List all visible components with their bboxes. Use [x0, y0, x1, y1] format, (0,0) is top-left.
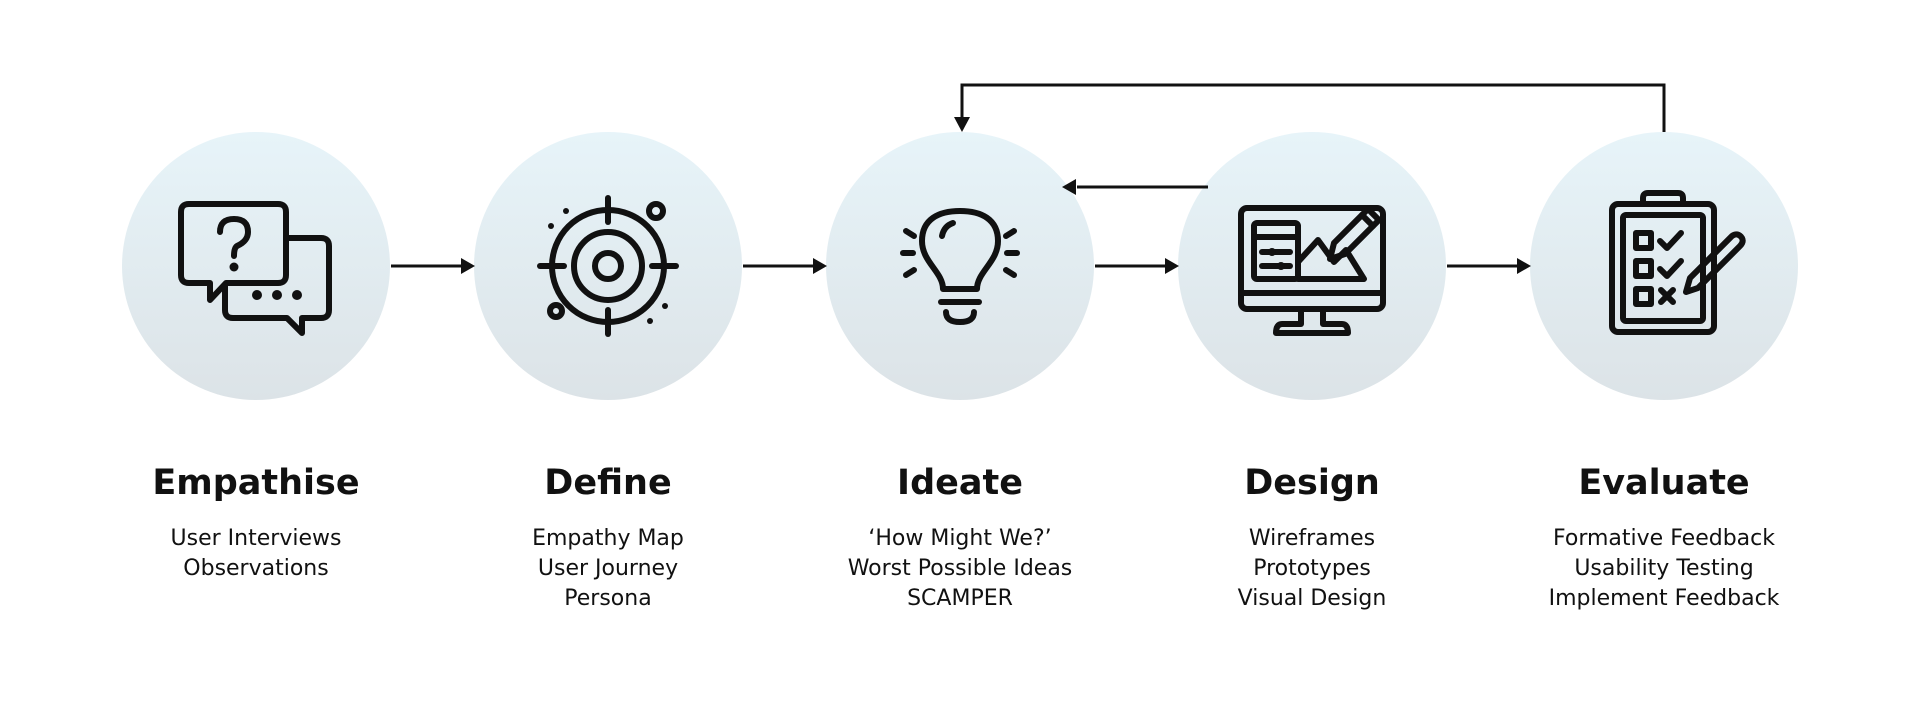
method-item: Prototypes — [1253, 556, 1371, 581]
method-item: Usability Testing — [1574, 556, 1754, 581]
method-item: Worst Possible Ideas — [847, 556, 1073, 581]
method-item: Persona — [564, 586, 652, 611]
stage-title: Define — [544, 463, 672, 503]
stage-title: Design — [1244, 463, 1380, 503]
stage-ideate: Ideate ‘How Might We?’ Worst Possible Id… — [800, 458, 1120, 614]
clipboard-checklist-icon — [1609, 190, 1746, 335]
method-item: User Journey — [537, 556, 679, 581]
stage-circle-empathise — [122, 132, 390, 400]
stage-title: Evaluate — [1578, 463, 1750, 503]
speech-bubbles-question-icon — [178, 201, 332, 336]
arrow-define-to-ideate — [743, 258, 827, 274]
method-item: Implement Feedback — [1548, 586, 1780, 611]
method-list: Formative Feedback Usability Testing Imp… — [1504, 524, 1824, 614]
arrow-design-to-evaluate — [1447, 258, 1531, 274]
arrow-design-to-ideate — [1062, 179, 1208, 195]
stage-circle-define — [474, 132, 742, 400]
arrow-ideate-to-design — [1095, 258, 1179, 274]
arrow-evaluate-to-ideate — [954, 83, 1666, 132]
stage-empathise: Empathise User Interviews Observations — [96, 458, 416, 584]
method-item: ‘How Might We?’ — [868, 526, 1052, 551]
method-list: Wireframes Prototypes Visual Design — [1152, 524, 1472, 614]
stage-design: Design Wireframes Prototypes Visual Desi… — [1152, 458, 1472, 614]
method-item: User Interviews — [170, 526, 342, 551]
method-list: Empathy Map User Journey Persona — [448, 524, 768, 614]
method-list: ‘How Might We?’ Worst Possible Ideas SCA… — [800, 524, 1120, 614]
method-item: Visual Design — [1237, 586, 1387, 611]
method-item: SCAMPER — [907, 586, 1013, 611]
method-item: Observations — [183, 556, 329, 581]
method-item: Wireframes — [1248, 526, 1376, 551]
stage-title: Empathise — [152, 463, 360, 503]
method-item: Empathy Map — [532, 526, 684, 551]
method-list: User Interviews Observations — [96, 524, 416, 584]
monitor-design-icon — [1238, 205, 1386, 336]
stage-circle-evaluate — [1530, 132, 1798, 400]
stage-evaluate: Evaluate Formative Feedback Usability Te… — [1504, 458, 1824, 614]
stage-circle-design — [1178, 132, 1446, 400]
lightbulb-icon — [900, 208, 1020, 325]
arrow-empathise-to-define — [391, 258, 475, 274]
target-icon — [537, 195, 679, 337]
stage-circle-ideate — [826, 132, 1094, 400]
method-item: Formative Feedback — [1553, 526, 1775, 551]
stage-title: Ideate — [897, 463, 1023, 503]
stage-define: Define Empathy Map User Journey Persona — [448, 458, 768, 614]
